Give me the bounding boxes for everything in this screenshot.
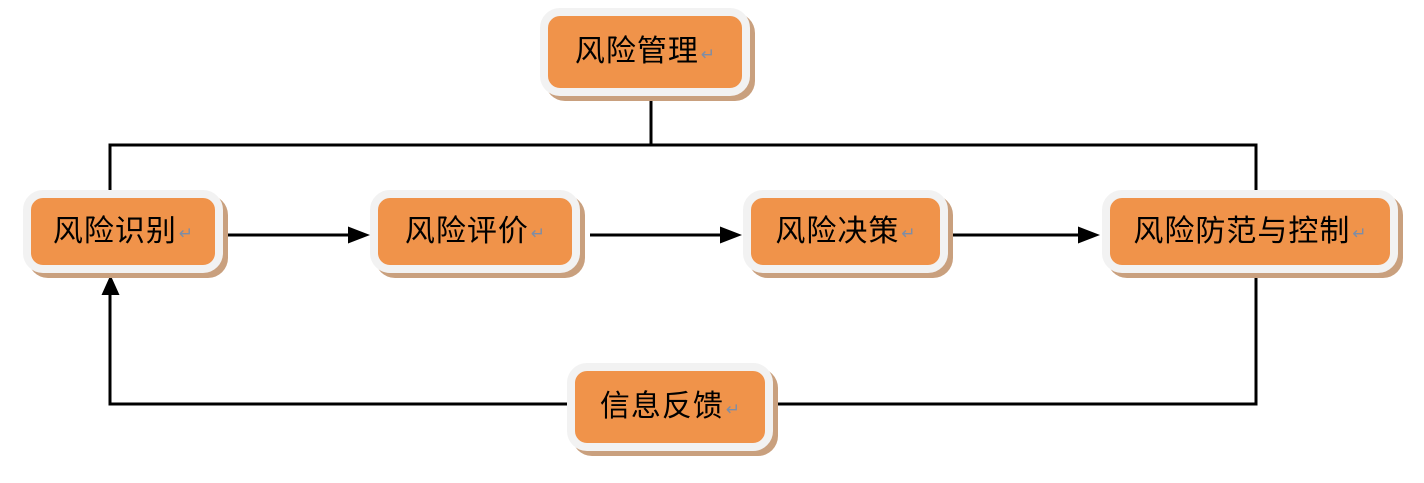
arrowhead-right-1	[348, 226, 370, 244]
node-label: 风险识别	[52, 213, 177, 249]
paragraph-mark-icon: ↵	[901, 224, 916, 244]
paragraph-mark-icon: ↵	[178, 224, 194, 244]
node-label: 风险管理	[574, 34, 699, 69]
node-risk-management: 风险管理↵	[540, 8, 750, 96]
node-information-feedback: 信息反馈↵	[567, 363, 773, 451]
paragraph-mark-icon: ↵	[700, 44, 716, 65]
paragraph-mark-icon: ↵	[1352, 224, 1367, 244]
arrowhead-right-3	[1078, 226, 1100, 244]
node-label: 风险评价	[404, 213, 529, 249]
node-label: 信息反馈	[599, 389, 724, 424]
node-label: 风险决策	[775, 213, 900, 249]
node-risk-identification: 风险识别↵	[23, 190, 223, 273]
arrowhead-right-2	[720, 226, 742, 244]
node-risk-decision: 风险决策↵	[743, 190, 948, 273]
arrowhead-up-feedback	[101, 275, 120, 295]
node-label: 风险防范与控制	[1133, 213, 1351, 249]
node-risk-prevention-control: 风险防范与控制↵	[1102, 190, 1398, 273]
node-risk-evaluation: 风险评价↵	[370, 190, 580, 273]
edge-top-bracket	[108, 143, 1258, 196]
paragraph-mark-icon: ↵	[530, 224, 546, 244]
paragraph-mark-icon: ↵	[725, 399, 741, 420]
